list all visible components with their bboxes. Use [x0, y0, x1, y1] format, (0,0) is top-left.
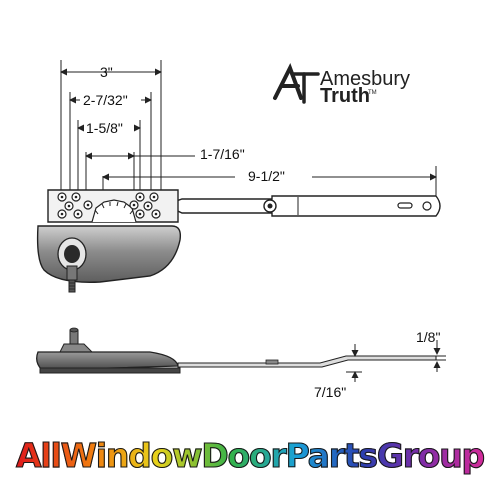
side-dimension-lines: [346, 340, 446, 382]
side-arm: [177, 355, 437, 368]
dim-7-16in-label: 7/16": [314, 384, 346, 400]
dim-2-7-32in-label: 2-7/32": [83, 92, 128, 108]
operator-side-view: [36, 327, 437, 374]
dim-3in-label: 3": [100, 64, 113, 80]
logo-bottom-line: Truth: [320, 85, 370, 107]
amesbury-truth-logo: Amesbury Truth TM: [273, 62, 410, 107]
logo-trademark: TM: [368, 90, 377, 96]
dim-1-8in-label: 1/8": [416, 329, 440, 345]
dim-9-1-2in-label: 9-1/2": [248, 168, 285, 184]
dim-1-7-16in-label: 1-7/16": [200, 146, 245, 162]
store-banner-text: AllWindowDoorPartsGroup: [15, 435, 485, 475]
crank-stud: [57, 237, 87, 293]
at-monogram-icon: [273, 62, 320, 104]
side-housing: [36, 351, 179, 371]
operator-top-view: [36, 189, 441, 293]
operator-arm: [163, 195, 441, 217]
dimension-lines: [60, 60, 437, 198]
logo-top-line: Amesbury: [320, 68, 410, 90]
dim-1-5-8in-label: 1-5/8": [86, 120, 123, 136]
store-banner: AllWindowDoorPartsGroup: [0, 430, 500, 480]
